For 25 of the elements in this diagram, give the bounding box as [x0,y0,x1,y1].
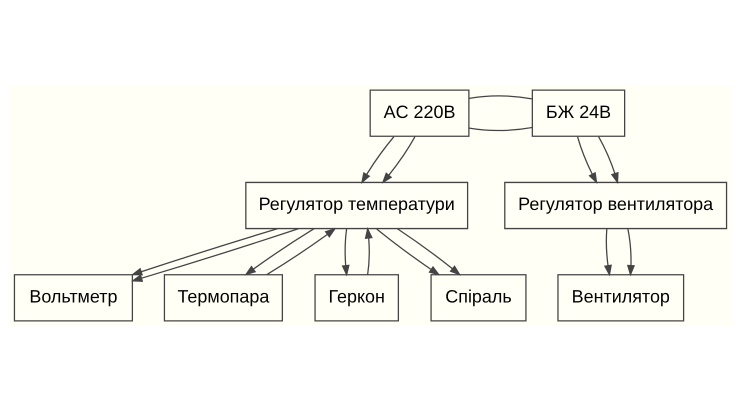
node-box: Геркон [314,274,400,321]
arrow [397,228,462,276]
arrow [364,226,373,274]
node-box: Вентилятор [557,274,684,321]
node-box: AC 220В [370,89,470,136]
connector [469,126,532,131]
arrow [376,228,440,276]
arrow [626,228,636,276]
arrow [266,227,336,275]
arrow [576,136,598,184]
node-box: Регулятор вентилятора [504,181,728,229]
node-box: Вольтметр [14,274,134,321]
arrow [604,228,612,276]
arrow [598,136,619,184]
node-box: Спіраль [430,274,527,321]
arrow [382,136,416,184]
arrow [244,228,314,276]
arrow [130,228,278,275]
node-box: Регулятор температури [245,181,468,229]
node-box: БЖ 24В [532,89,626,136]
node-box: Термопара [164,274,283,321]
arrow [361,136,394,184]
arrow [342,228,350,276]
arrow [130,228,299,282]
connector [469,94,532,99]
